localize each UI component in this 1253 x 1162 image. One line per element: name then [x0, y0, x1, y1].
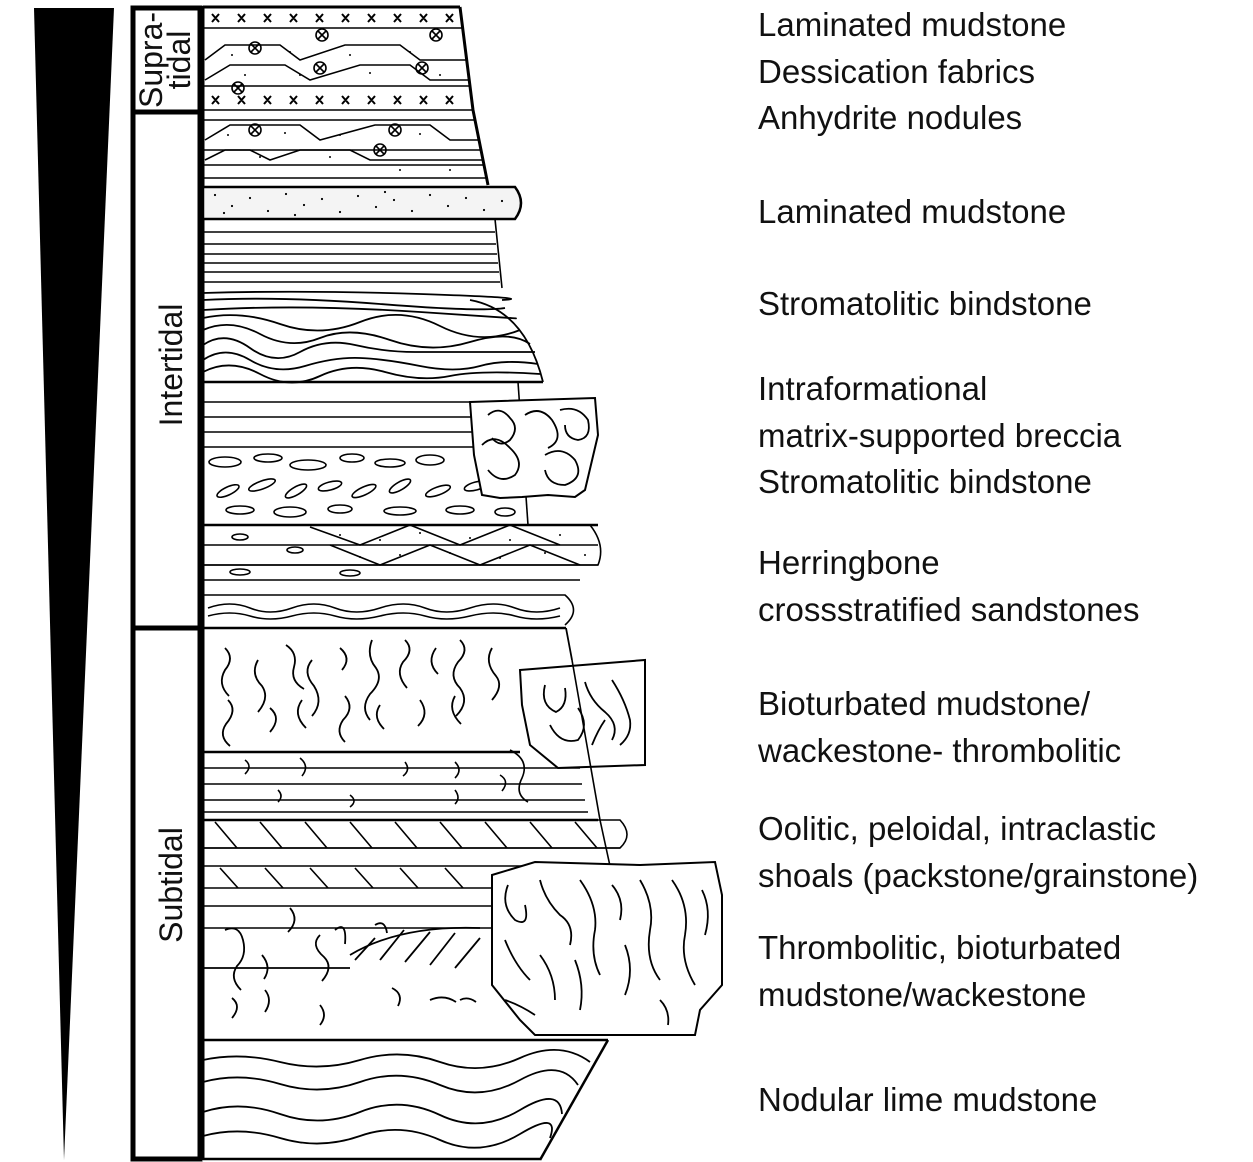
label-thrombolitic-mudstone: Thrombolitic, bioturbated mudstone/wacke…: [758, 925, 1121, 1018]
label-line: Herringbone: [758, 540, 1140, 587]
label-line: Stromatolitic bindstone: [758, 459, 1121, 506]
label-line: matrix-supported breccia: [758, 413, 1121, 460]
label-line: Laminated mudstone: [758, 189, 1066, 236]
label-herringbone-sandstone: Herringbone crossstratified sandstones: [758, 540, 1140, 633]
label-line: Thrombolitic, bioturbated: [758, 925, 1121, 972]
lithology-labels: Laminated mudstone Dessication fabrics A…: [758, 0, 1253, 1162]
label-bioturbated-mudstone: Bioturbated mudstone/ wackestone- thromb…: [758, 681, 1121, 774]
zone-label-subtidal: Subtidal: [153, 827, 189, 943]
label-line: Nodular lime mudstone: [758, 1077, 1097, 1124]
label-line: shoals (packstone/grainstone): [758, 853, 1198, 900]
zone-label-supratidal-2: tidal: [161, 31, 197, 90]
label-line: Bioturbated mudstone/: [758, 681, 1121, 728]
unit-nodular-lime-mudstone: [203, 1040, 608, 1160]
label-line: Intraformational: [758, 366, 1121, 413]
unit-supratidal-laminated-mudstone: [203, 14, 487, 178]
label-line: Dessication fabrics: [758, 49, 1066, 96]
label-breccia-unit: Intraformational matrix-supported brecci…: [758, 366, 1121, 506]
label-nodular-lime-mudstone: Nodular lime mudstone: [758, 1077, 1097, 1124]
label-stromatolitic-bindstone: Stromatolitic bindstone: [758, 281, 1092, 328]
label-line: Stromatolitic bindstone: [758, 281, 1092, 328]
unit-sandy-bed: [203, 187, 521, 219]
label-supratidal-unit: Laminated mudstone Dessication fabrics A…: [758, 2, 1066, 142]
thrombolite-inset: [492, 862, 722, 1035]
unit-laminated-mudstone: [203, 219, 502, 288]
unit-stromatolitic-bindstone: [203, 292, 543, 383]
zone-bar: [133, 8, 200, 1159]
label-laminated-mudstone: Laminated mudstone: [758, 189, 1066, 236]
zone-label-intertidal: Intertidal: [153, 304, 189, 427]
label-line: mudstone/wackestone: [758, 972, 1121, 1019]
label-line: crossstratified sandstones: [758, 587, 1140, 634]
bioturbation-inset: [520, 660, 645, 768]
column-outline: [203, 6, 488, 1160]
label-line: Laminated mudstone: [758, 2, 1066, 49]
label-oolitic-shoals: Oolitic, peloidal, intraclastic shoals (…: [758, 806, 1198, 899]
label-line: Oolitic, peloidal, intraclastic: [758, 806, 1198, 853]
unit-bioturbated-mudstone: [203, 628, 572, 752]
label-line: Anhydrite nodules: [758, 95, 1066, 142]
unit-herringbone-sandstone: [203, 525, 601, 628]
label-line: wackestone- thrombolitic: [758, 728, 1121, 775]
breccia-inset: [470, 398, 598, 498]
trend-wedge: [34, 8, 114, 1160]
